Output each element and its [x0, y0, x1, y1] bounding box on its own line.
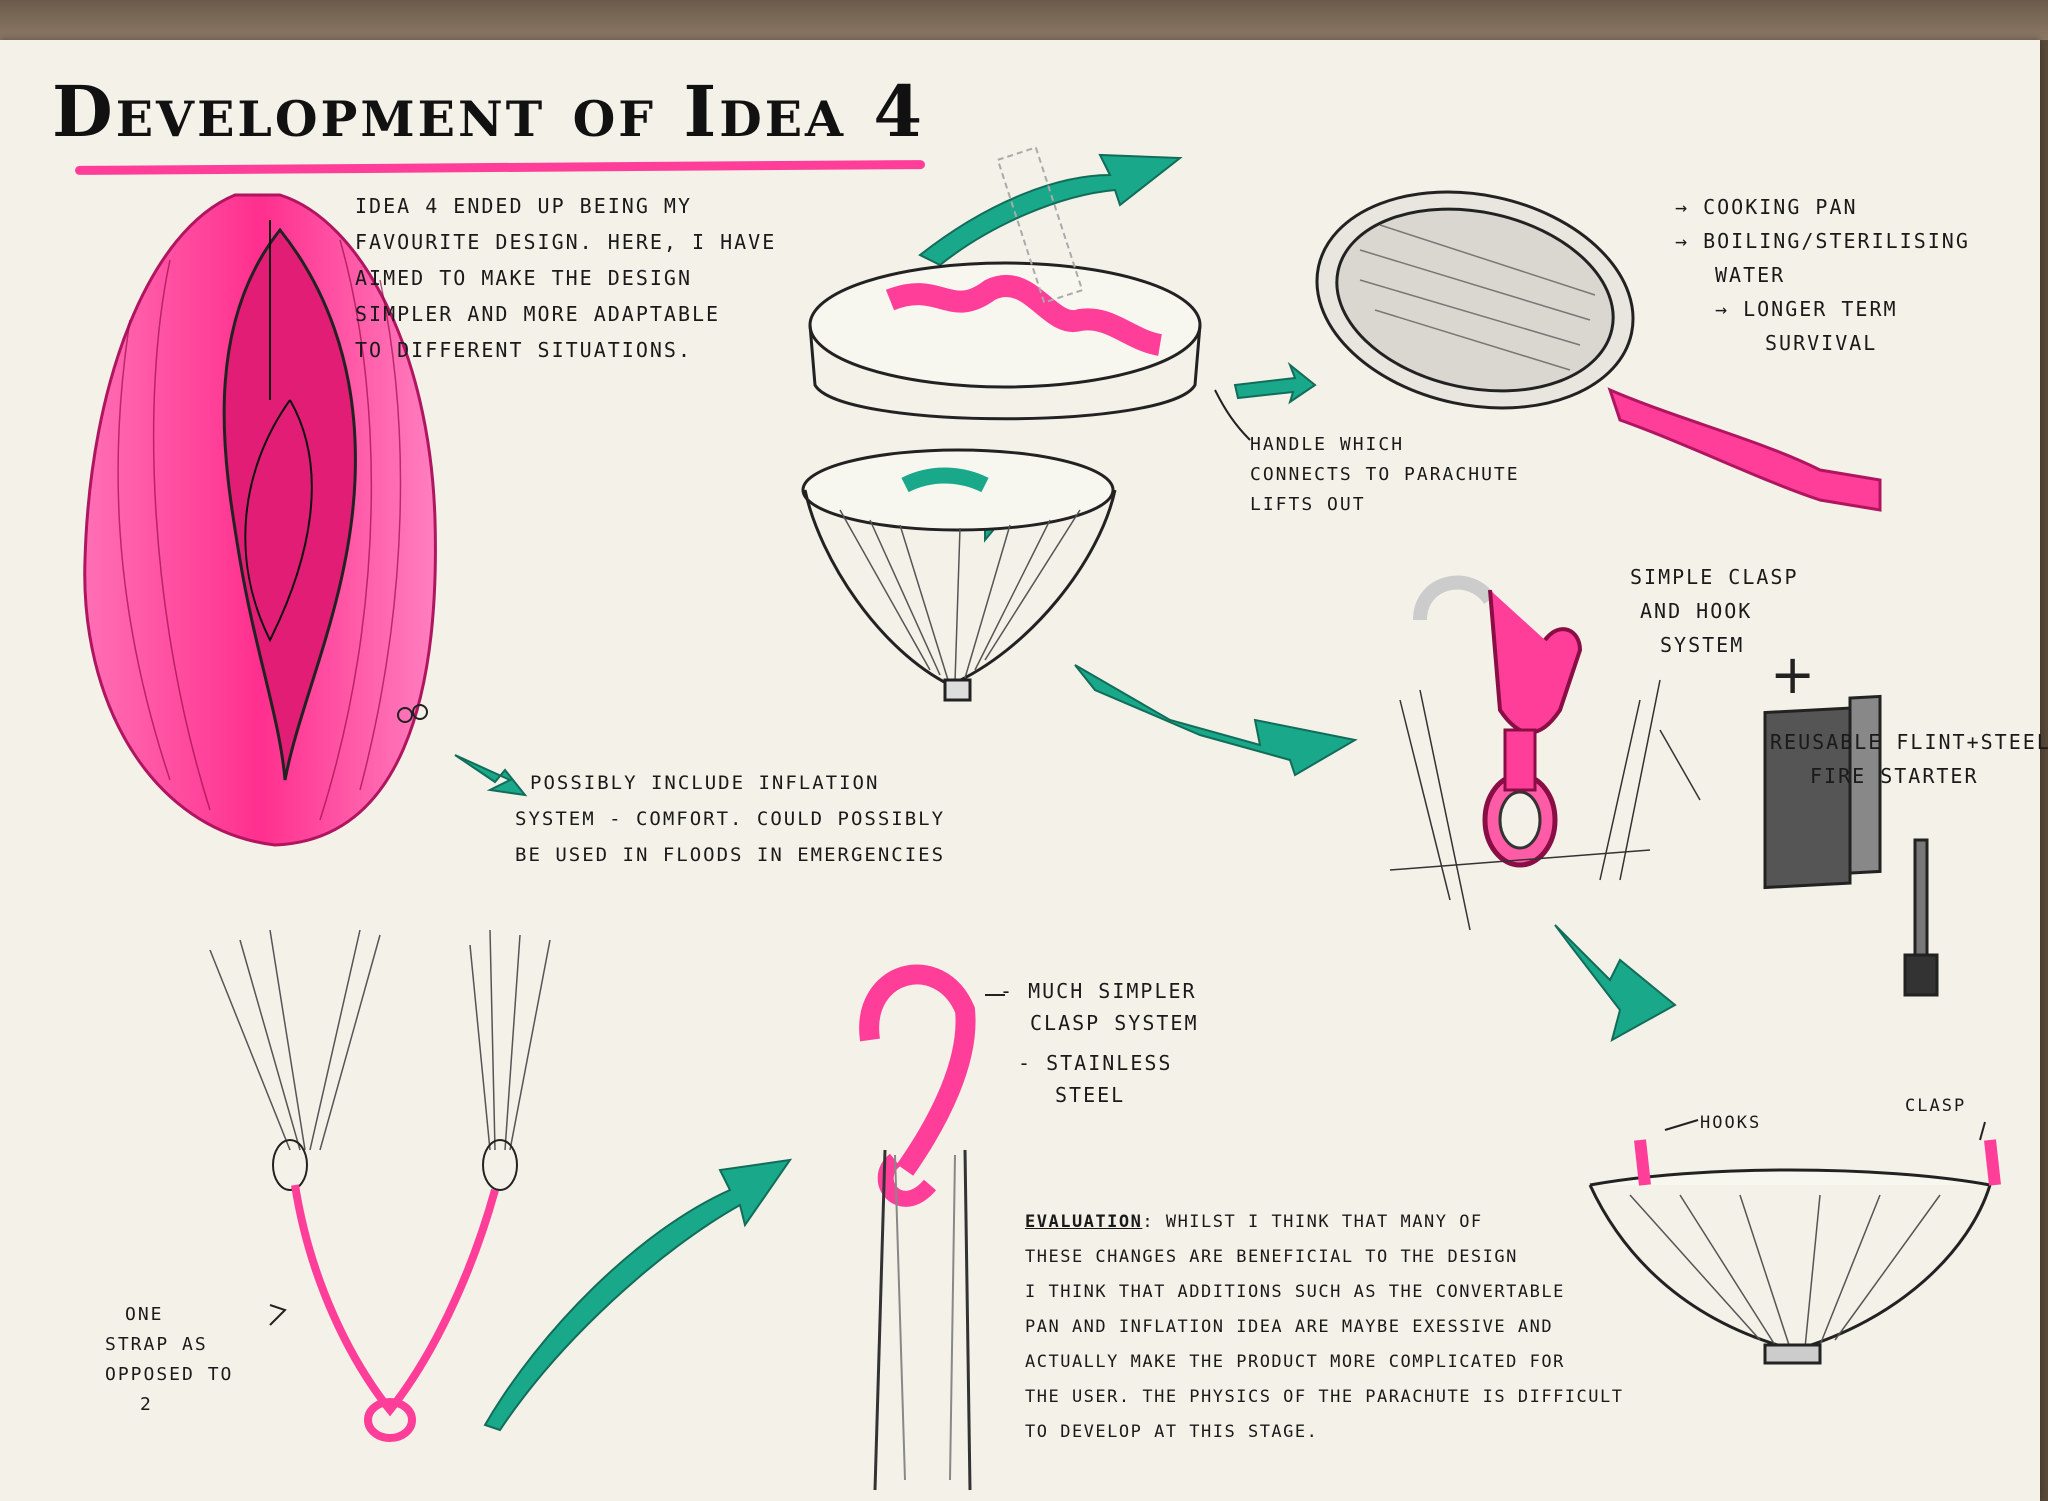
- clasp-label: Clasp: [1905, 1096, 1967, 1116]
- clasp-note: Simple clasp and hook system: [1630, 560, 1799, 662]
- inflation-note-line: system - comfort. Could possibly: [515, 808, 946, 830]
- clasp-note-line: system: [1660, 633, 1745, 657]
- evaluation-text: Evaluation: Whilst I think that many of …: [1025, 1205, 1623, 1450]
- fire-starter-note: Reusable flint+steel fire starter: [1770, 725, 2048, 793]
- background-edge: [0, 0, 2048, 40]
- evaluation-line: : Whilst I think that many of: [1142, 1212, 1483, 1232]
- fire-note-line: Reusable flint+steel: [1770, 730, 2048, 754]
- assembled-bowl-drawing: [1588, 1139, 2001, 1365]
- evaluation-line: these changes are beneficial to the desi…: [1025, 1247, 1518, 1267]
- clasp-note-line: and hook: [1640, 599, 1753, 623]
- pan-uses-note: → Cooking pan → Boiling/sterilising wate…: [1675, 190, 1970, 360]
- clasp-hook-drawing: [1389, 575, 1701, 931]
- inflatable-pod-drawing: [83, 193, 437, 847]
- intro-line: simpler and more adaptable: [355, 302, 721, 326]
- simpler-clasp-line: - Stainless: [1018, 1051, 1173, 1075]
- inflation-note: Possibly include inflation system - comf…: [515, 765, 945, 873]
- plus-sign: +: [1770, 643, 1816, 706]
- page-title: Development of Idea 4: [52, 70, 926, 153]
- evaluation-line: the user. The physics of the parachute i…: [1025, 1387, 1624, 1407]
- simpler-clasp-line: - Much simpler: [1000, 979, 1197, 1003]
- intro-line: Idea 4 ended up being my: [355, 194, 692, 218]
- clasp-note-line: Simple clasp: [1630, 565, 1799, 589]
- simpler-clasp-note: - Much simpler clasp system - Stainless …: [1000, 975, 1199, 1111]
- intro-line: aimed to make the design: [355, 266, 692, 290]
- frying-pan-drawing: [1315, 190, 1882, 512]
- fire-starter-drawing: [1763, 694, 1939, 997]
- strap-note-line: 2: [140, 1394, 153, 1415]
- handle-note-line: Handle which: [1250, 434, 1405, 455]
- handle-note-line: lifts out: [1250, 494, 1366, 515]
- pan-use-line: → Boiling/sterilising: [1675, 229, 1970, 253]
- inflation-note-line: be used in floods in emergencies: [515, 844, 946, 866]
- strap-note: One strap as opposed to 2: [105, 1300, 233, 1420]
- intro-line: to different situations.: [355, 338, 692, 362]
- evaluation-line: to develop at this stage.: [1025, 1422, 1319, 1442]
- pan-use-line: → Longer term: [1715, 297, 1898, 321]
- pointer-lines: [269, 389, 1986, 1326]
- evaluation-line: pan and inflation idea are maybe exessiv…: [1025, 1317, 1554, 1337]
- simpler-clasp-drawing: [859, 964, 976, 1491]
- pan-use-line: water: [1715, 263, 1786, 287]
- strap-note-line: opposed to: [105, 1364, 234, 1385]
- strap-note-line: strap as: [105, 1334, 208, 1355]
- handle-note-line: connects to parachute: [1250, 464, 1520, 485]
- inflation-note-line: Possibly include inflation: [530, 772, 880, 794]
- lid-drawing: [808, 146, 1202, 421]
- pan-use-line: → Cooking pan: [1675, 195, 1858, 219]
- pan-use-line: survival: [1765, 331, 1878, 355]
- handle-note: Handle which connects to parachute lifts…: [1250, 430, 1520, 520]
- fire-note-line: fire starter: [1810, 764, 1979, 788]
- evaluation-label: Evaluation: [1025, 1212, 1143, 1232]
- hooks-label: Hooks: [1700, 1113, 1762, 1133]
- strap-note-line: One: [125, 1304, 164, 1325]
- bowl-drawing: [801, 448, 1117, 702]
- simpler-clasp-line: steel: [1055, 1083, 1126, 1107]
- intro-text: Idea 4 ended up being my favourite desig…: [355, 188, 776, 368]
- evaluation-line: actually make the product more complicat…: [1025, 1352, 1565, 1372]
- evaluation-line: I think that additions such as the conve…: [1025, 1282, 1565, 1302]
- simpler-clasp-line: clasp system: [1030, 1011, 1199, 1035]
- intro-line: favourite design. Here, I have: [355, 230, 777, 254]
- single-strap-drawing: [209, 929, 551, 1442]
